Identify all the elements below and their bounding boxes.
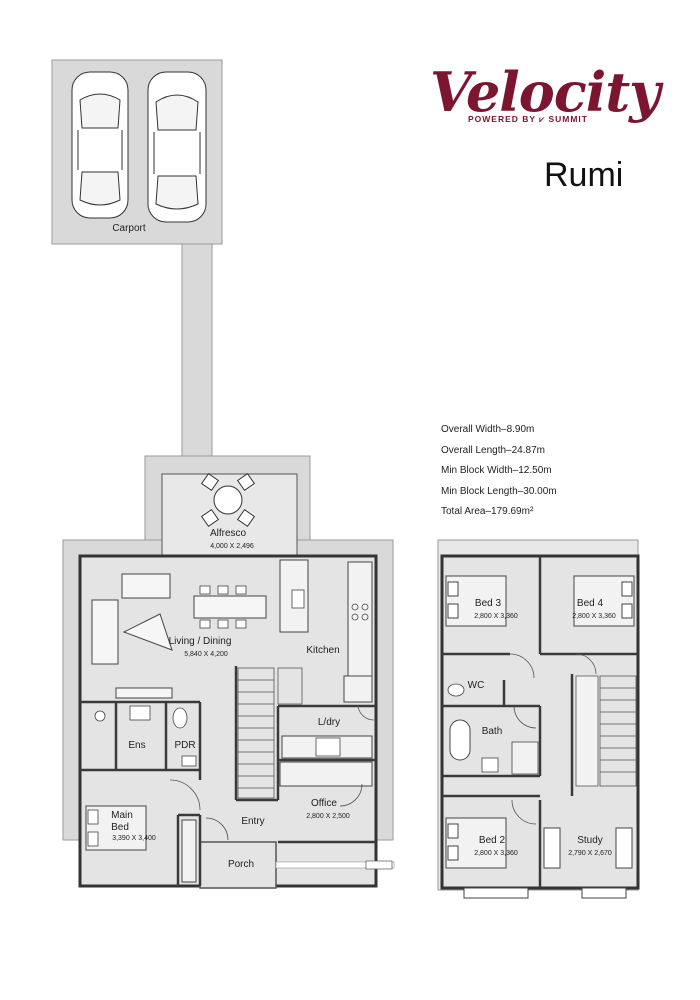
bed-icon	[85, 805, 147, 851]
porch-label: Porch	[228, 859, 254, 870]
model-name: Rumi	[544, 156, 624, 194]
brand-tagline: POWERED BY ⩗ SUMMIT	[468, 114, 588, 124]
upper-floor-plan: Bed 3 2,800 X 3,360 Bed 4 2,800 X 3,360 …	[437, 539, 640, 899]
wc-label: WC	[468, 680, 485, 691]
alfresco-size: 4,000 X 2,496	[210, 543, 254, 550]
spec-total-area: Total Area–179.69m²	[441, 506, 534, 518]
carport-label: Carport	[112, 223, 146, 234]
spec-overall-width: Overall Width–8.90m	[441, 424, 535, 435]
study-size: 2,790 X 2,670	[568, 850, 612, 857]
basin-icon	[481, 757, 499, 773]
office-desk	[279, 761, 373, 787]
bed-icon	[573, 575, 635, 627]
car-icon	[71, 71, 129, 219]
outdoor-table-icon	[200, 472, 256, 528]
powder-room-label: PDR	[174, 740, 195, 751]
shower-icon	[511, 741, 539, 775]
main-bed-label-2: Bed	[111, 822, 129, 833]
basin-icon	[181, 755, 197, 767]
stair-icon	[575, 675, 637, 787]
fridge-icon	[343, 675, 373, 703]
bath-label: Bath	[482, 726, 503, 737]
study-label: Study	[577, 835, 603, 846]
bed-icon	[445, 817, 507, 869]
ground-floor-plan: Alfresco 4,000 X 2,496 Living / Dining 5…	[62, 455, 395, 889]
spec-min-block-length: Min Block Length–30.00m	[441, 485, 557, 497]
spec-list: Overall Width–8.90m Overall Length–24.87…	[441, 420, 557, 523]
office-size: 2,800 X 2,500	[306, 813, 350, 820]
bed3-label: Bed 3	[475, 598, 502, 609]
laundry-tub-icon	[315, 737, 341, 757]
alfresco-label: Alfresco	[210, 528, 247, 539]
letterbox-icon	[365, 860, 393, 870]
car-icon	[147, 71, 207, 223]
bed-icon	[445, 575, 507, 627]
coffee-table-icon	[122, 613, 173, 651]
dining-table-icon	[193, 595, 267, 619]
toilet-icon	[447, 683, 465, 697]
spec-min-block-width: Min Block Width–12.50m	[441, 465, 552, 477]
carport-area: Carport	[51, 59, 223, 473]
spec-overall-length: Overall Length–24.87m	[441, 444, 545, 456]
sink-icon	[291, 589, 305, 609]
bed4-label: Bed 4	[577, 598, 604, 609]
bed4-size: 2,800 X 3,360	[572, 613, 616, 620]
vanity-icon	[129, 705, 151, 721]
sofa-icon	[91, 573, 171, 665]
stair-icon	[237, 667, 303, 799]
main-bed-size: 3,390 X 3,400	[112, 835, 156, 842]
office-label: Office	[311, 798, 337, 809]
bed3-size: 2,800 X 3,360	[474, 613, 518, 620]
main-bed-label: Main	[111, 810, 133, 821]
bathtub-icon	[449, 719, 471, 761]
entry-label: Entry	[241, 816, 264, 827]
brand-wordmark: Velocity	[430, 60, 661, 124]
bed2-size: 2,800 X 3,360	[474, 850, 518, 857]
study-desk	[615, 827, 633, 869]
laundry-label: L/dry	[318, 717, 340, 728]
kitchen-label: Kitchen	[306, 645, 339, 656]
tv-unit-icon	[115, 687, 173, 699]
cooktop-icon	[351, 603, 369, 621]
ensuite-label: Ens	[128, 740, 145, 751]
living-size: 5,840 X 4,200	[184, 651, 228, 658]
living-label: Living / Dining	[169, 636, 232, 647]
dining-chairs-icon	[199, 585, 247, 629]
shower-icon	[94, 710, 106, 722]
bed2-label: Bed 2	[479, 835, 506, 846]
study-desk	[543, 827, 561, 869]
toilet-icon	[172, 707, 188, 729]
brand-logo: Velocity POWERED BY ⩗ SUMMIT	[430, 62, 661, 132]
